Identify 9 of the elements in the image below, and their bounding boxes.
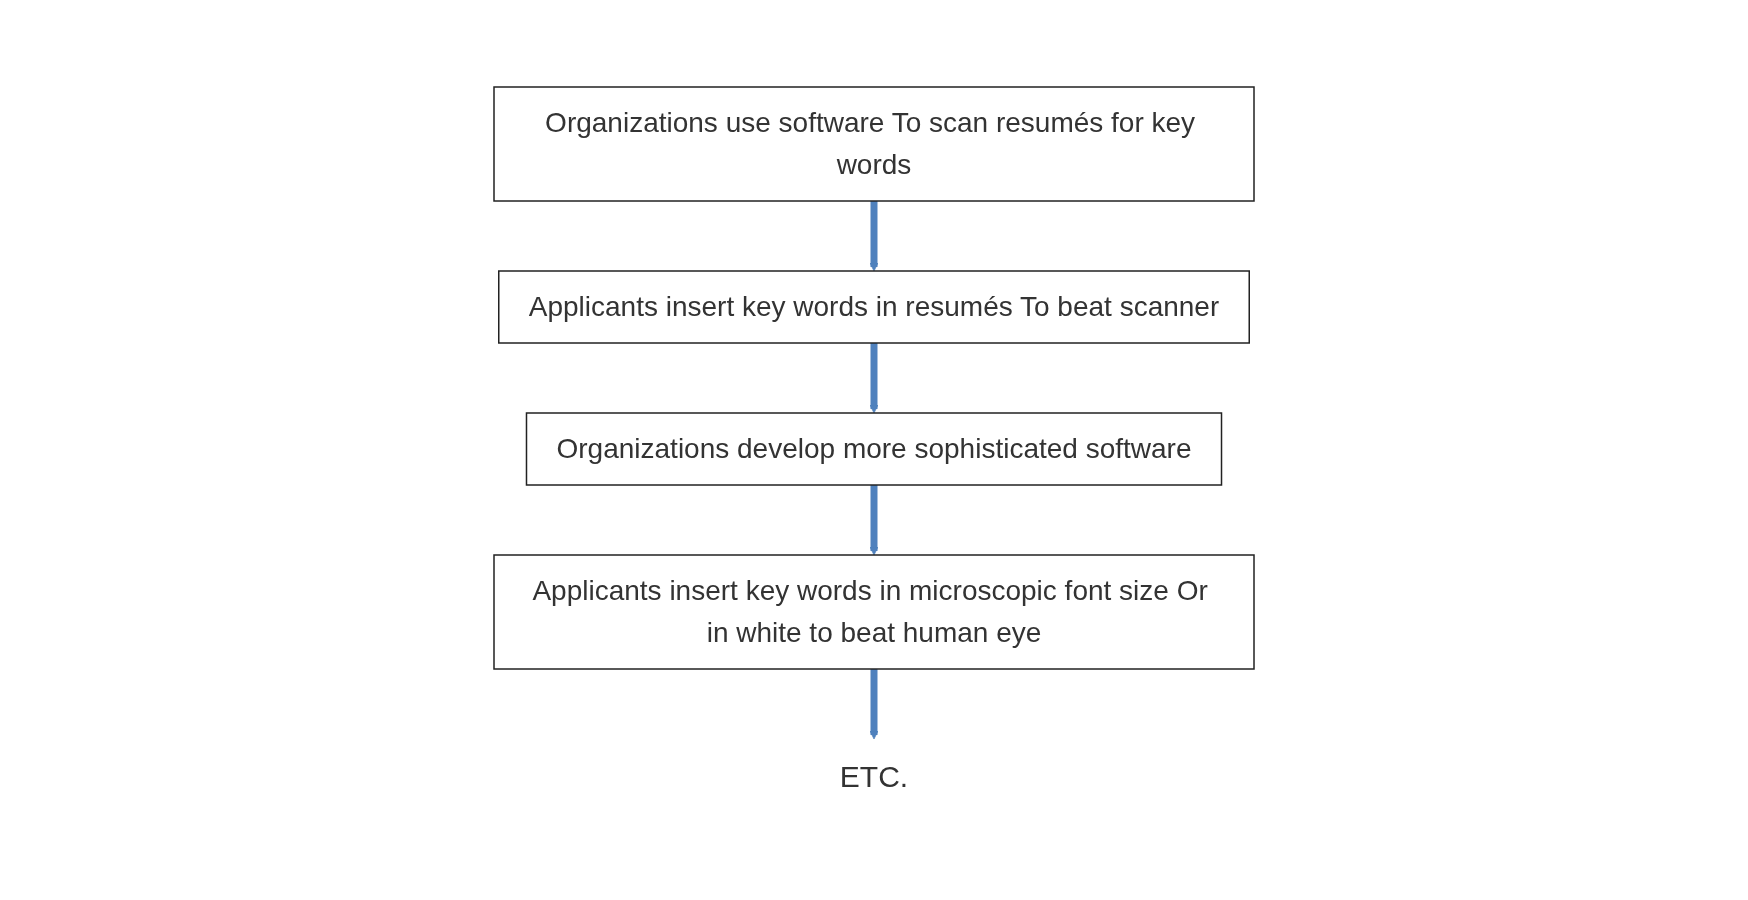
node-box: Organizations develop more sophisticated software [525,411,1223,486]
node-box: Applicants insert key words in resumés To beat scanner [498,269,1250,344]
arrow [869,342,879,413]
node-box: Organizations use software To scan resumés for key words [493,85,1255,202]
arrow [869,200,879,271]
node-text: ETC. [839,759,909,793]
node-box: Applicants insert key words in microscopic font size Or in white to beat human eye [493,553,1255,670]
arrow [869,668,879,739]
arrow [869,484,879,555]
